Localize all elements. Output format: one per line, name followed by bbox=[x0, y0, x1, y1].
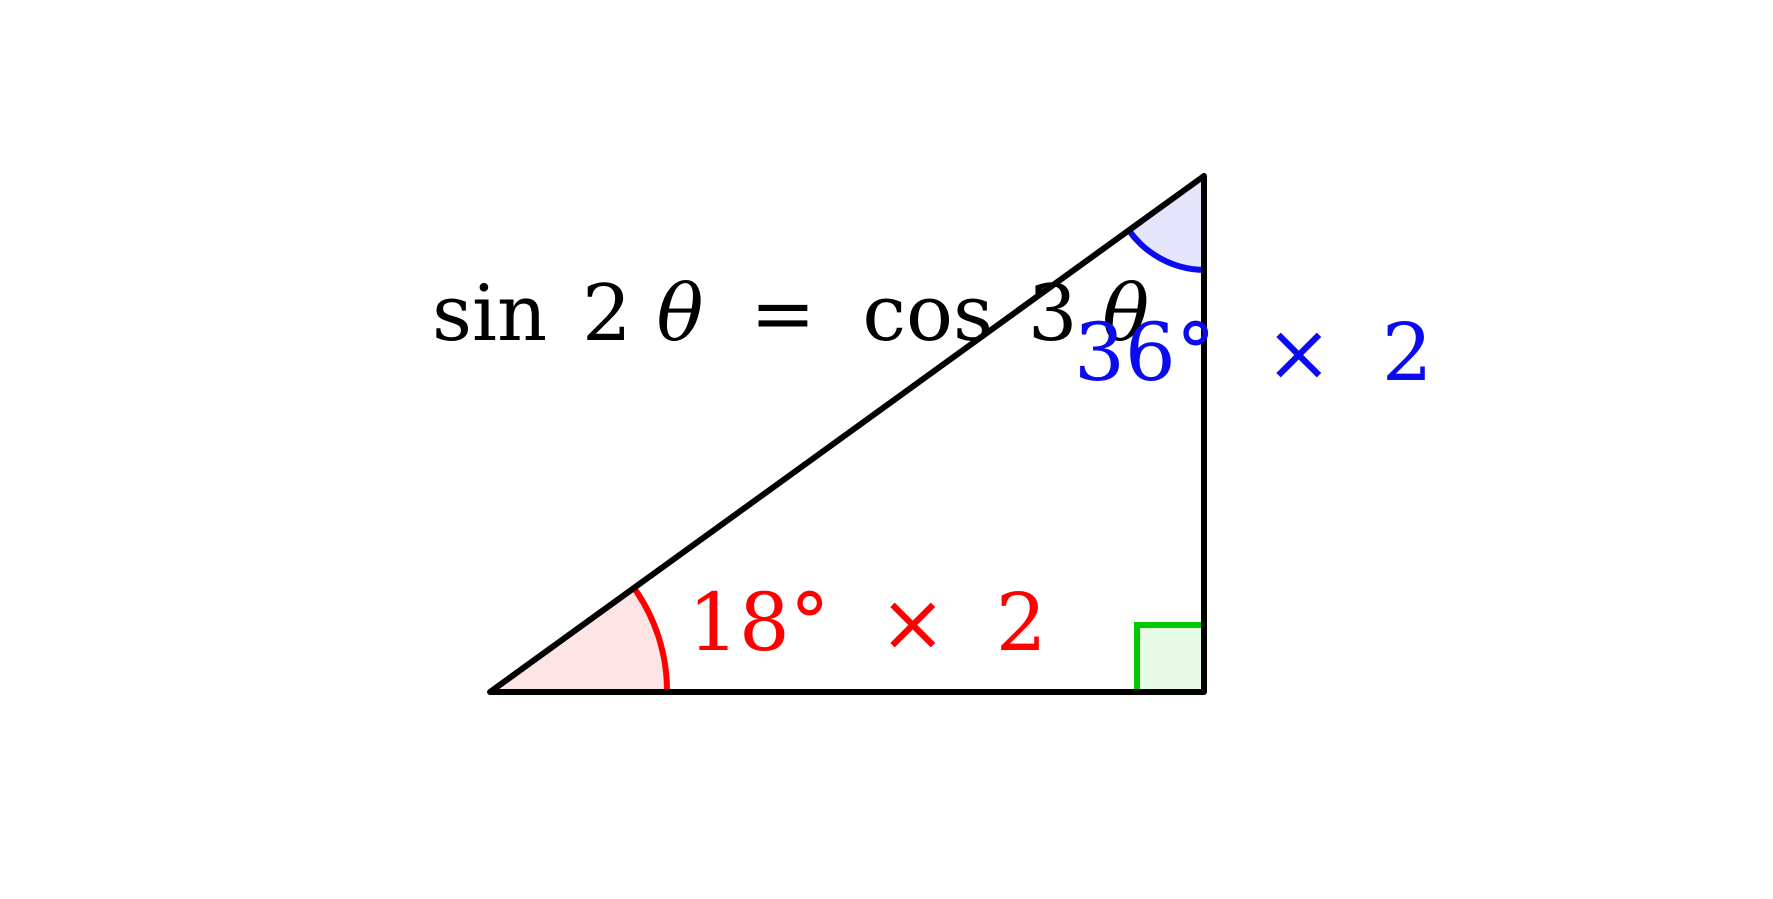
triangle bbox=[487, 173, 1207, 695]
equation-theta-1: θ bbox=[656, 269, 703, 359]
equation-theta-2: θ bbox=[1102, 269, 1149, 359]
equation-coef-2: 2 bbox=[582, 269, 632, 359]
top-angle-operator: × bbox=[1265, 306, 1332, 399]
bottom-angle-arc bbox=[631, 586, 671, 693]
bottom-angle-operator: × bbox=[879, 576, 946, 669]
equation-sin: sin bbox=[432, 269, 547, 359]
bottom-angle-value: 18° bbox=[688, 576, 830, 669]
bottom-angle-fill bbox=[490, 588, 668, 692]
top-angle-label: 36° × 2 bbox=[1074, 306, 1433, 399]
equation-equals: = bbox=[750, 269, 815, 359]
right-angle-fill bbox=[1137, 625, 1202, 692]
top-angle-factor: 2 bbox=[1382, 306, 1433, 399]
bottom-angle-factor: 2 bbox=[996, 576, 1047, 669]
equation-cos: cos bbox=[862, 269, 993, 359]
equation-coef-3: 3 bbox=[1028, 269, 1078, 359]
right-angle-marker bbox=[1134, 622, 1202, 692]
top-angle-arc bbox=[1125, 227, 1204, 273]
bottom-angle-label: 18° × 2 bbox=[688, 576, 1047, 669]
top-angle-value: 36° bbox=[1074, 306, 1216, 399]
equation-label: sin 2 θ = cos 3 θ bbox=[432, 269, 1149, 359]
